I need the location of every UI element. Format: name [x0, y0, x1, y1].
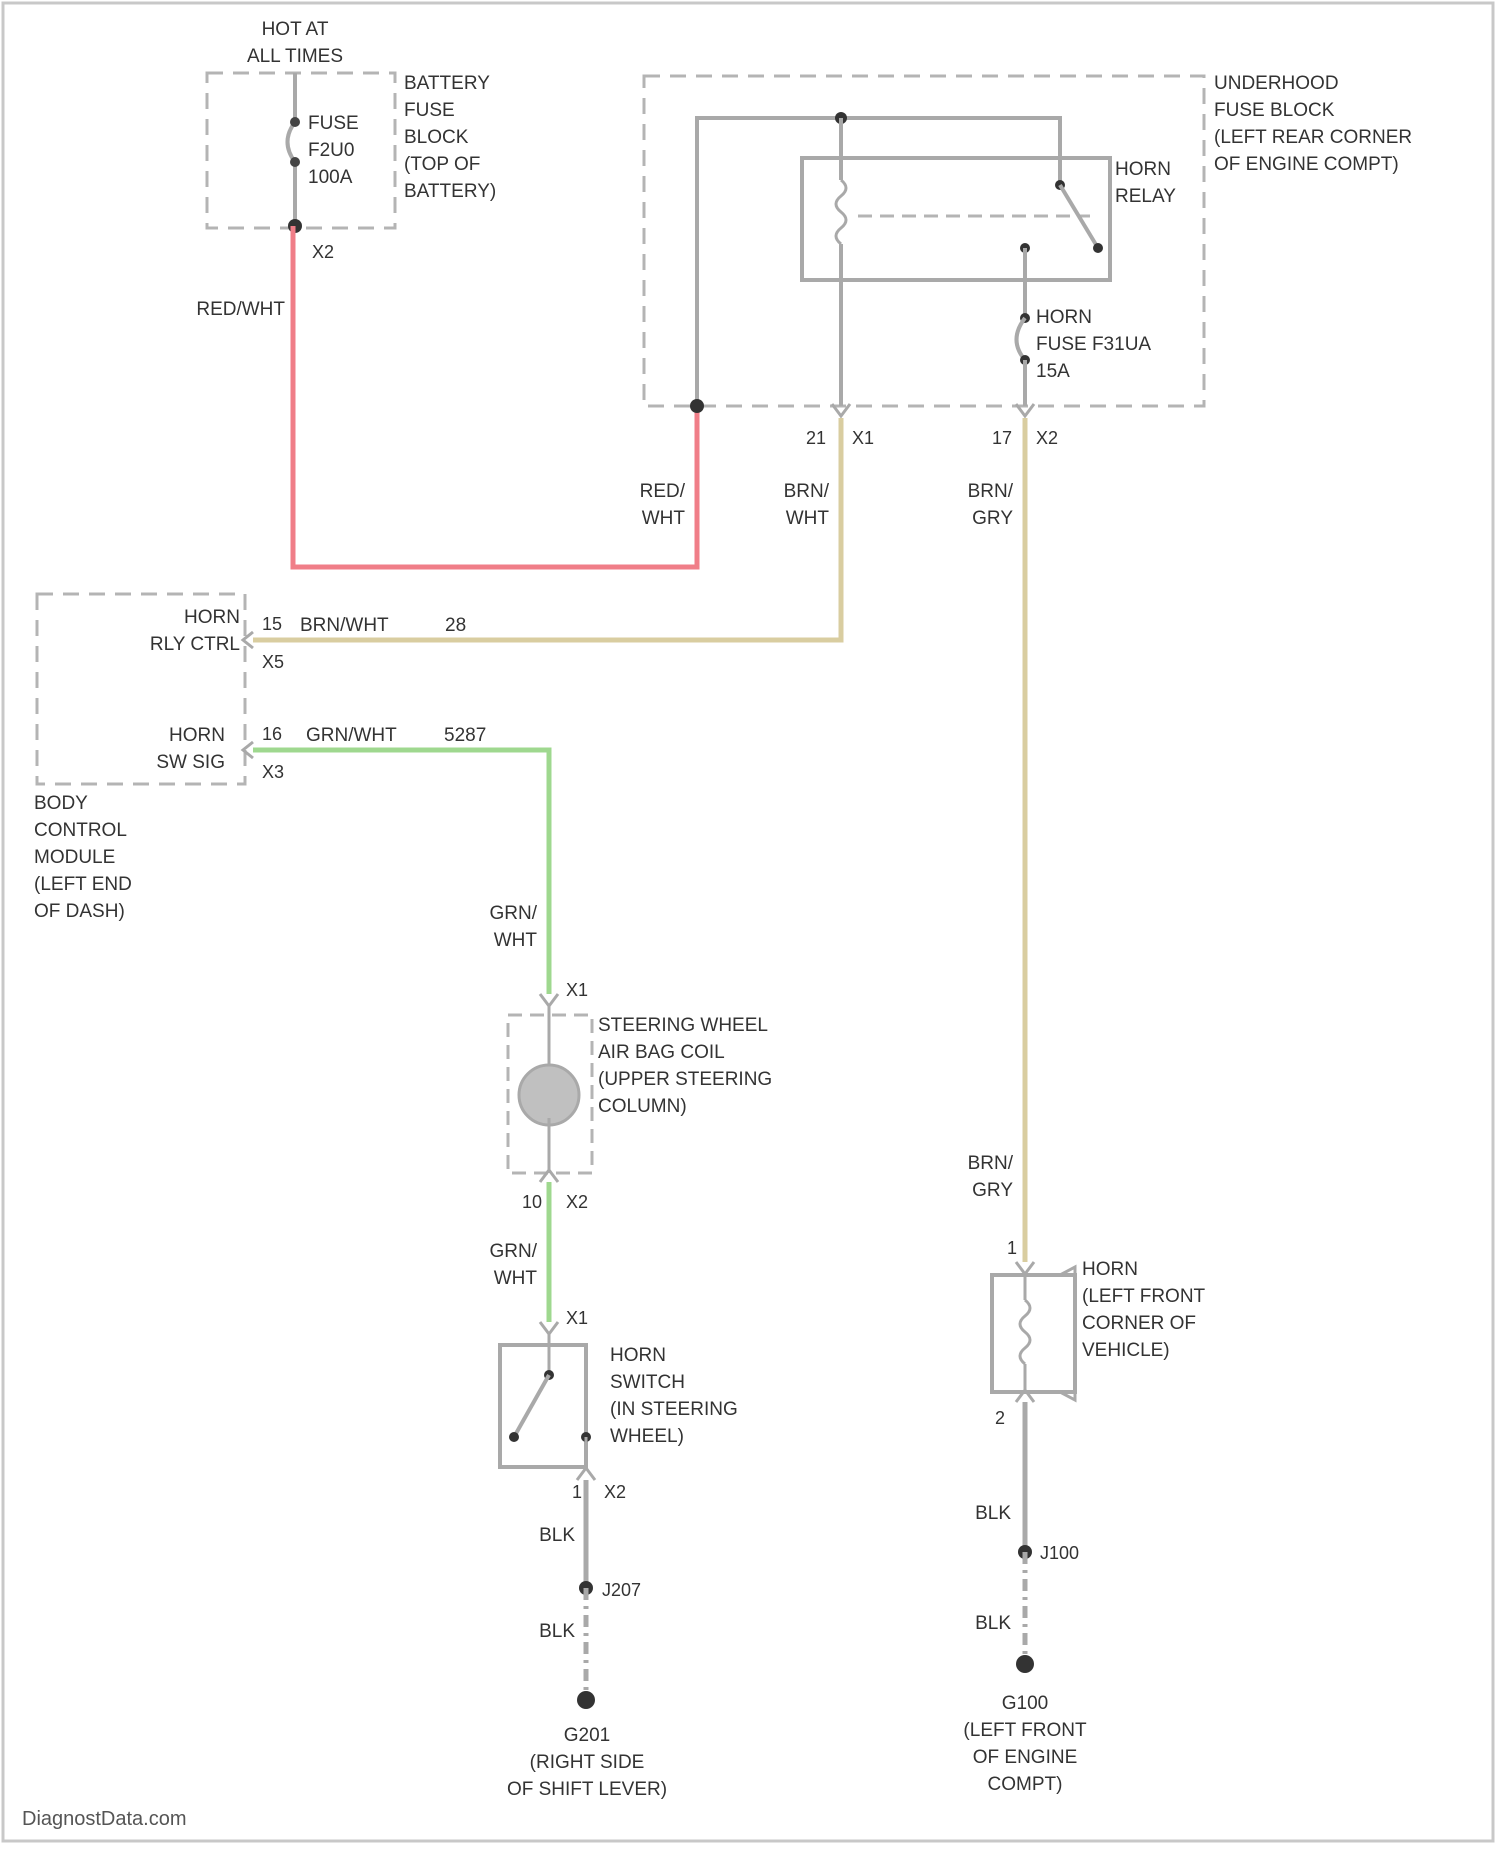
splice-j100-label: J100 — [1040, 1543, 1079, 1563]
hot-at-all-times-label: HOT AT ALL TIMES — [220, 16, 370, 70]
bcm-pin-15: 15 — [262, 614, 282, 634]
horn-connector-top — [1016, 1262, 1034, 1274]
bcm-circuit1-label: 28 — [445, 612, 466, 639]
switch-connector-x2-label: X2 — [604, 1482, 626, 1502]
underhood-pin-17: 17 — [992, 428, 1012, 448]
watermark: DiagnostData.com — [22, 1808, 187, 1831]
underhood-connector-x2-label: X2 — [1036, 428, 1058, 448]
splice-j207-label: J207 — [602, 1580, 641, 1600]
coil-connector-x2-label: X2 — [566, 1192, 588, 1212]
underhood-pin-21: 21 — [806, 428, 826, 448]
coil-pin-10: 10 — [522, 1192, 542, 1212]
brn-wht-wire-label: BRN/ WHT — [744, 478, 829, 532]
bcm-horn-relay-ctrl-label: HORN RLY CTRL — [80, 604, 240, 658]
bcm-connector-x5-label: X5 — [262, 652, 284, 672]
relay-contact-end — [1093, 243, 1103, 253]
horn-relay-outline — [802, 158, 1110, 280]
bcm-wire1-label: BRN/WHT — [300, 612, 389, 639]
horn-switch-label: HORN SWITCH (IN STEERING WHEEL) — [610, 1342, 738, 1450]
grn-wht-wire-label-upper: GRN/ WHT — [452, 900, 537, 954]
red-white-wire-label: RED/WHT — [160, 296, 285, 323]
blk-wire-label-1: BLK — [500, 1522, 575, 1549]
underhood-connector-x1-label: X1 — [852, 428, 874, 448]
grn-wht-wire-label-lower: GRN/ WHT — [452, 1238, 537, 1292]
bcm-circuit2-label: 5287 — [444, 722, 486, 749]
grn-wht-wire-upper — [253, 750, 549, 994]
bcm-pin-16: 16 — [262, 724, 282, 744]
airbag-coil-label: STEERING WHEEL AIR BAG COIL (UPPER STEER… — [598, 1012, 772, 1120]
coil-connector-x1 — [540, 994, 558, 1006]
fuse-terminal-top — [290, 117, 300, 127]
switch-connector-x1 — [540, 1322, 558, 1334]
coil-connector-x1-label: X1 — [566, 980, 588, 1000]
underhood-entry-junction — [690, 399, 704, 413]
horn-label: HORN (LEFT FRONT CORNER OF VEHICLE) — [1082, 1256, 1205, 1364]
horn-switch-outline — [500, 1345, 586, 1467]
battery-fuse-block-label: BATTERY FUSE BLOCK (TOP OF BATTERY) — [404, 70, 496, 205]
page-frame — [3, 3, 1493, 1841]
horn-bell — [1060, 1267, 1075, 1400]
brn-gry-wire-label-lower: BRN/ GRY — [928, 1150, 1013, 1204]
bcm-connector-x3-label: X3 — [262, 762, 284, 782]
horn-pin-1: 1 — [1007, 1238, 1017, 1258]
horn-pin-2: 2 — [995, 1408, 1005, 1428]
horn-switch-arm-end — [509, 1432, 519, 1442]
red-white-wire-label-lower: RED/ WHT — [600, 478, 685, 532]
underhood-fuse-block-label: UNDERHOOD FUSE BLOCK (LEFT REAR CORNER O… — [1214, 70, 1412, 178]
horn-coil-symbol — [1020, 1300, 1030, 1364]
blk-wire-label-2: BLK — [500, 1618, 575, 1645]
battery-fuse-block-outline — [207, 73, 395, 228]
brn-gry-wire-label-upper: BRN/ GRY — [928, 478, 1013, 532]
fuse-f2u0-symbol — [288, 122, 296, 162]
ground-g100 — [1016, 1655, 1034, 1673]
horn-body — [992, 1275, 1075, 1392]
bcm-wire2-label: GRN/WHT — [306, 722, 397, 749]
relay-coil-symbol — [836, 180, 846, 244]
ground-g201 — [577, 1691, 595, 1709]
battery-block-connector-label: X2 — [312, 242, 334, 262]
horn-relay-label: HORN RELAY — [1115, 156, 1176, 210]
switch-connector-x1-label: X1 — [566, 1308, 588, 1328]
horn-switch-arm — [514, 1375, 549, 1437]
horn-fuse-label: HORN FUSE F31UA 15A — [1036, 304, 1151, 385]
blk-wire-label-4: BLK — [936, 1610, 1011, 1637]
fuse-terminal-bottom — [290, 157, 300, 167]
bcm-horn-sw-sig-label: HORN SW SIG — [80, 722, 225, 776]
airbag-coil-symbol — [519, 1065, 579, 1125]
underhood-internal-bus — [697, 118, 1060, 406]
ground-g201-label: G201 (RIGHT SIDE OF SHIFT LEVER) — [472, 1722, 702, 1803]
switch-pin-1: 1 — [572, 1482, 582, 1502]
blk-wire-label-3: BLK — [936, 1500, 1011, 1527]
fuse-f2u0-label: FUSE F2U0 100A — [308, 110, 359, 191]
body-control-module-label: BODY CONTROL MODULE (LEFT END OF DASH) — [34, 790, 132, 925]
switch-connector-x2 — [577, 1468, 595, 1480]
horn-fuse-symbol — [1017, 318, 1026, 360]
ground-g100-label: G100 (LEFT FRONT OF ENGINE COMPT) — [920, 1690, 1130, 1798]
